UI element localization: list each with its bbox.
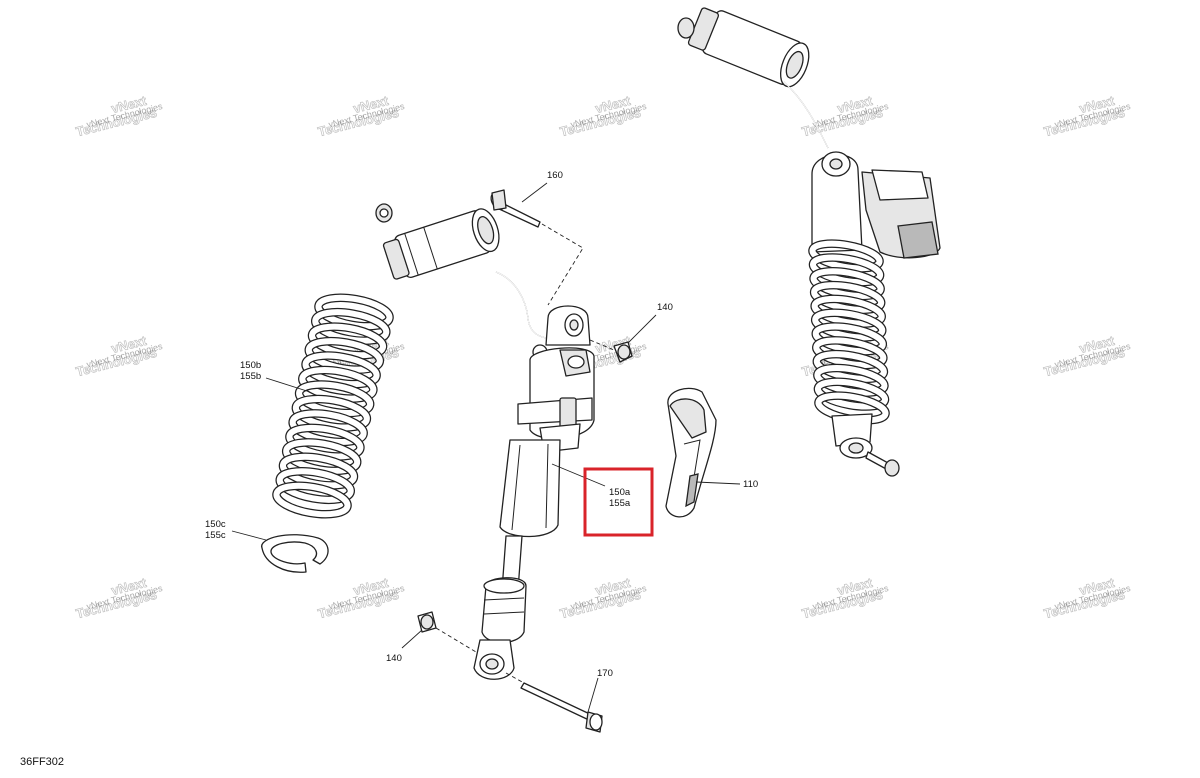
callout-150b: 150b (240, 360, 261, 371)
spring-coil (811, 295, 885, 327)
callout-110: 110 (743, 479, 758, 490)
callout-140-top: 140 (657, 302, 673, 313)
bolt-160[interactable] (488, 189, 541, 228)
shock-absorber-150a[interactable] (375, 203, 595, 680)
bolt-170[interactable] (520, 682, 603, 733)
spring-coil (810, 254, 884, 286)
spring-coil (811, 282, 885, 313)
leader-lines (231, 182, 741, 713)
callout-155a: 155a (609, 498, 631, 509)
spring-coil (813, 351, 887, 382)
callout-170: 170 (597, 668, 613, 679)
spring-coil (814, 365, 888, 396)
nut-140-top[interactable] (613, 341, 633, 363)
assembly-line-160 (541, 223, 584, 306)
callout-140-bottom: 140 (386, 653, 402, 664)
assembly-line-140-top (589, 339, 615, 351)
coil-spring-150b[interactable] (272, 293, 394, 519)
callout-155c: 155c (205, 530, 226, 541)
spring-coil (273, 482, 351, 518)
shock-protector-110[interactable] (665, 387, 717, 518)
spring-coil (810, 268, 884, 299)
figure-reference: 36FF302 (20, 756, 64, 768)
highlight-box-150a[interactable] (583, 467, 654, 537)
installed-spring (808, 239, 890, 425)
spring-coil (809, 240, 883, 272)
spring-retainer-clip-150c[interactable] (261, 534, 329, 573)
callout-150c: 150c (205, 519, 226, 530)
spring-coil (812, 309, 886, 341)
spring-coil (814, 378, 888, 410)
installed-shock-lower (831, 413, 900, 477)
assembly-line-140-bottom (435, 627, 477, 653)
spring-coil (276, 468, 354, 503)
spring-coil (812, 323, 886, 355)
callout-150a: 150a (609, 487, 631, 498)
nut-140-bottom[interactable] (417, 611, 437, 633)
shock-assembly-installed (677, 7, 941, 259)
spring-coil (813, 337, 887, 369)
assembly-line-170 (505, 672, 525, 684)
callout-160: 160 (547, 170, 563, 181)
callout-155b: 155b (240, 371, 261, 382)
